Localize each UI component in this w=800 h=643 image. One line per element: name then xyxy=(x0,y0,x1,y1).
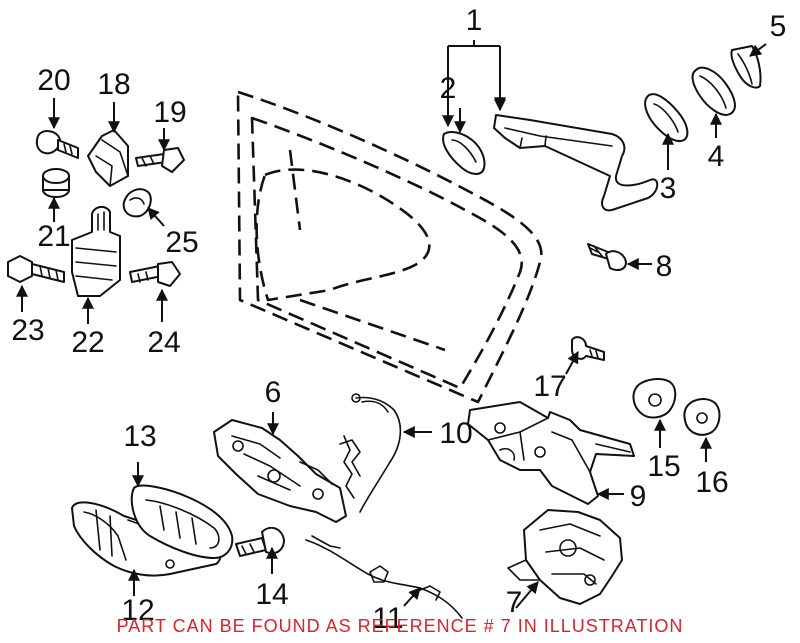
callout-10: 10 xyxy=(439,417,472,450)
callout-17: 17 xyxy=(533,370,566,403)
bolt-19 xyxy=(135,147,185,173)
callout-24: 24 xyxy=(147,326,180,359)
handle-gasket xyxy=(442,131,486,175)
callout-6: 6 xyxy=(265,376,282,409)
gasket-15 xyxy=(632,378,677,419)
callout-9: 9 xyxy=(630,480,647,513)
callout-25: 25 xyxy=(165,226,198,259)
mounting-bracket xyxy=(87,129,129,187)
callout-21: 21 xyxy=(37,220,70,253)
callout-8: 8 xyxy=(656,250,673,283)
callout-18: 18 xyxy=(97,68,130,101)
callout-13: 13 xyxy=(123,420,156,453)
callout-3: 3 xyxy=(660,172,677,205)
callout-1: 1 xyxy=(466,4,483,37)
callout-7: 7 xyxy=(506,586,523,619)
callout-15: 15 xyxy=(647,450,680,483)
callout-leaders xyxy=(16,40,767,609)
callout-14: 14 xyxy=(255,578,288,611)
reference-notice: PART CAN BE FOUND AS REFERENCE # 7 IN IL… xyxy=(116,616,684,636)
callout-11: 11 xyxy=(372,602,403,635)
release-cable-10 xyxy=(339,393,402,513)
lock-cable-11 xyxy=(305,535,463,619)
callout-5: 5 xyxy=(770,10,787,43)
callout-2: 2 xyxy=(440,72,457,105)
cap-21 xyxy=(42,168,70,198)
cap-25 xyxy=(122,188,152,218)
bolt-20 xyxy=(35,130,79,159)
inner-handle-bezel xyxy=(130,484,234,559)
callout-19: 19 xyxy=(153,96,186,129)
door-latch-assembly xyxy=(507,509,623,605)
callout-12: 12 xyxy=(121,594,154,627)
lock-cylinder-cap xyxy=(691,66,736,116)
callout-20: 20 xyxy=(37,64,70,97)
bolt-8 xyxy=(587,243,627,271)
screw-17 xyxy=(571,336,605,361)
door-shell-outline xyxy=(236,90,543,404)
bolt-24 xyxy=(129,261,181,287)
lock-actuator-motor xyxy=(71,206,121,297)
door-lock-actuator xyxy=(213,419,347,523)
outer-door-handle xyxy=(493,114,659,212)
handle-carrier-bracket xyxy=(467,401,635,505)
callout-4: 4 xyxy=(708,140,725,173)
callout-16: 16 xyxy=(695,466,728,499)
bolt-14 xyxy=(235,526,285,557)
callout-22: 22 xyxy=(71,326,104,359)
bolt-23 xyxy=(7,255,65,283)
callout-23: 23 xyxy=(11,314,44,347)
gasket-16 xyxy=(683,398,721,436)
handle-trim-ring xyxy=(644,93,689,142)
